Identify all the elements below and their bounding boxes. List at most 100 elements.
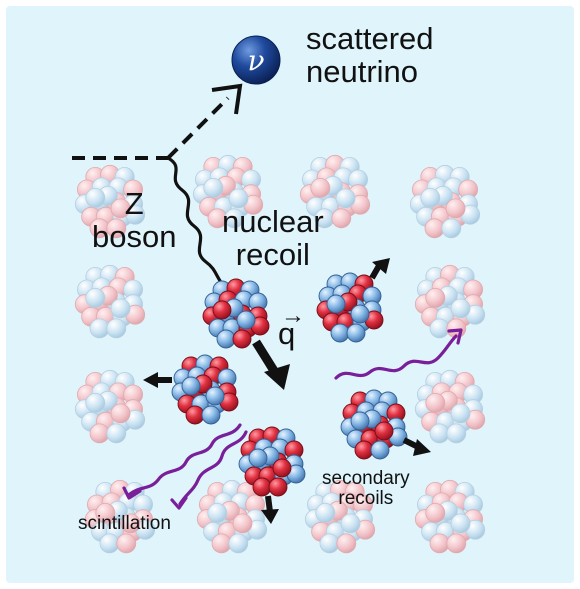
photon-wave-icon xyxy=(128,423,242,496)
neutron xyxy=(346,323,366,343)
nucleus-icon xyxy=(238,426,306,497)
neutron xyxy=(203,177,224,198)
proton xyxy=(424,218,445,239)
neutron xyxy=(450,513,471,534)
recoil-arrow-icon xyxy=(261,495,279,524)
scintillation-photons xyxy=(122,328,463,510)
neutrino-particle-icon: ν xyxy=(231,35,281,85)
neutron xyxy=(350,411,370,431)
proton xyxy=(232,329,252,349)
recoil-arrow-icon xyxy=(402,437,431,456)
faded-nucleus-icon xyxy=(414,369,486,444)
proton xyxy=(185,405,205,425)
momentum-transfer-label: → q xyxy=(278,303,305,351)
scattered-neutrino-label: scattered neutrino xyxy=(306,21,434,88)
proton xyxy=(232,513,253,534)
proton xyxy=(211,533,232,554)
nuclear-recoil-label: nuclear recoil xyxy=(222,204,324,272)
neutron xyxy=(319,533,340,554)
neutron xyxy=(450,298,471,319)
faded-nucleus-icon xyxy=(84,479,156,554)
label-line: scattered xyxy=(306,21,434,56)
recoil-arrow-icon xyxy=(143,372,172,388)
proton xyxy=(95,503,116,523)
neutron xyxy=(89,318,110,339)
neutron xyxy=(85,287,106,308)
neutron xyxy=(85,392,106,413)
label-line: secondary xyxy=(322,468,410,489)
proton xyxy=(116,533,137,554)
neutron xyxy=(248,448,268,468)
label-line: boson xyxy=(92,218,177,254)
neutron xyxy=(370,440,390,460)
neutron xyxy=(429,318,450,339)
neutron xyxy=(228,188,249,209)
neutron xyxy=(236,310,256,330)
proton xyxy=(110,198,131,219)
proton xyxy=(110,403,131,424)
neutron xyxy=(330,323,350,343)
neutron xyxy=(450,403,471,424)
scintillation-label: scintillation xyxy=(78,514,171,534)
scattered-neutrino-arrow xyxy=(166,96,230,160)
recoil-arrow-icon xyxy=(369,258,390,280)
proton xyxy=(272,458,292,478)
faded-nucleus-icon xyxy=(299,154,371,229)
neutron xyxy=(85,187,106,208)
photon-wave-icon xyxy=(178,430,248,506)
proton xyxy=(89,423,110,444)
neutron xyxy=(106,423,127,444)
proton xyxy=(425,392,446,413)
arrowhead-icon xyxy=(211,83,243,115)
faded-nucleus-icon xyxy=(414,479,486,554)
neutron xyxy=(224,208,245,229)
q-symbol: q xyxy=(278,316,296,351)
nucleus-icon xyxy=(316,272,384,343)
neutron xyxy=(429,423,450,444)
vector-arrow-icon: → xyxy=(281,302,305,329)
active-nuclei xyxy=(171,272,408,497)
faded-nucleus-icon xyxy=(409,164,481,239)
proton xyxy=(106,218,127,239)
photon-wave-icon xyxy=(334,334,458,380)
momentum-transfer-arrow xyxy=(252,339,290,390)
label-line: recoils xyxy=(338,487,394,509)
proton xyxy=(212,300,232,320)
faded-nucleus-icon xyxy=(74,164,146,239)
label-line: nuclear xyxy=(222,204,324,239)
faded-nucleus-icon xyxy=(74,369,146,444)
proton xyxy=(252,477,272,497)
label-line: recoil xyxy=(235,236,310,272)
proton xyxy=(336,533,357,554)
proton xyxy=(310,177,331,198)
neutron xyxy=(420,187,441,208)
neutron xyxy=(110,298,131,319)
proton xyxy=(268,477,288,497)
secondary-recoils-label: secondary recoils xyxy=(322,469,410,509)
faded-nucleus-icon xyxy=(196,479,268,554)
proton xyxy=(429,533,450,554)
proton xyxy=(425,287,446,308)
neutron xyxy=(441,218,462,239)
z-boson-line xyxy=(166,156,238,298)
recoil-arrows xyxy=(143,258,431,524)
neutron xyxy=(446,423,467,444)
neutron xyxy=(340,513,361,534)
neutron xyxy=(350,304,370,324)
proton xyxy=(331,208,352,229)
label-line: scintillation xyxy=(78,513,171,534)
z-boson-label: Z boson xyxy=(92,187,177,254)
proton xyxy=(446,533,467,554)
proton xyxy=(354,440,374,460)
neutron xyxy=(326,294,346,314)
proton xyxy=(374,421,394,441)
neutron xyxy=(106,318,127,339)
neutron xyxy=(335,188,356,209)
neutron xyxy=(201,405,221,425)
faded-nucleus-icon xyxy=(414,264,486,339)
neutron xyxy=(228,533,249,554)
faded-nucleus-icon xyxy=(74,264,146,339)
neutron xyxy=(99,533,120,554)
neutron xyxy=(205,386,225,406)
